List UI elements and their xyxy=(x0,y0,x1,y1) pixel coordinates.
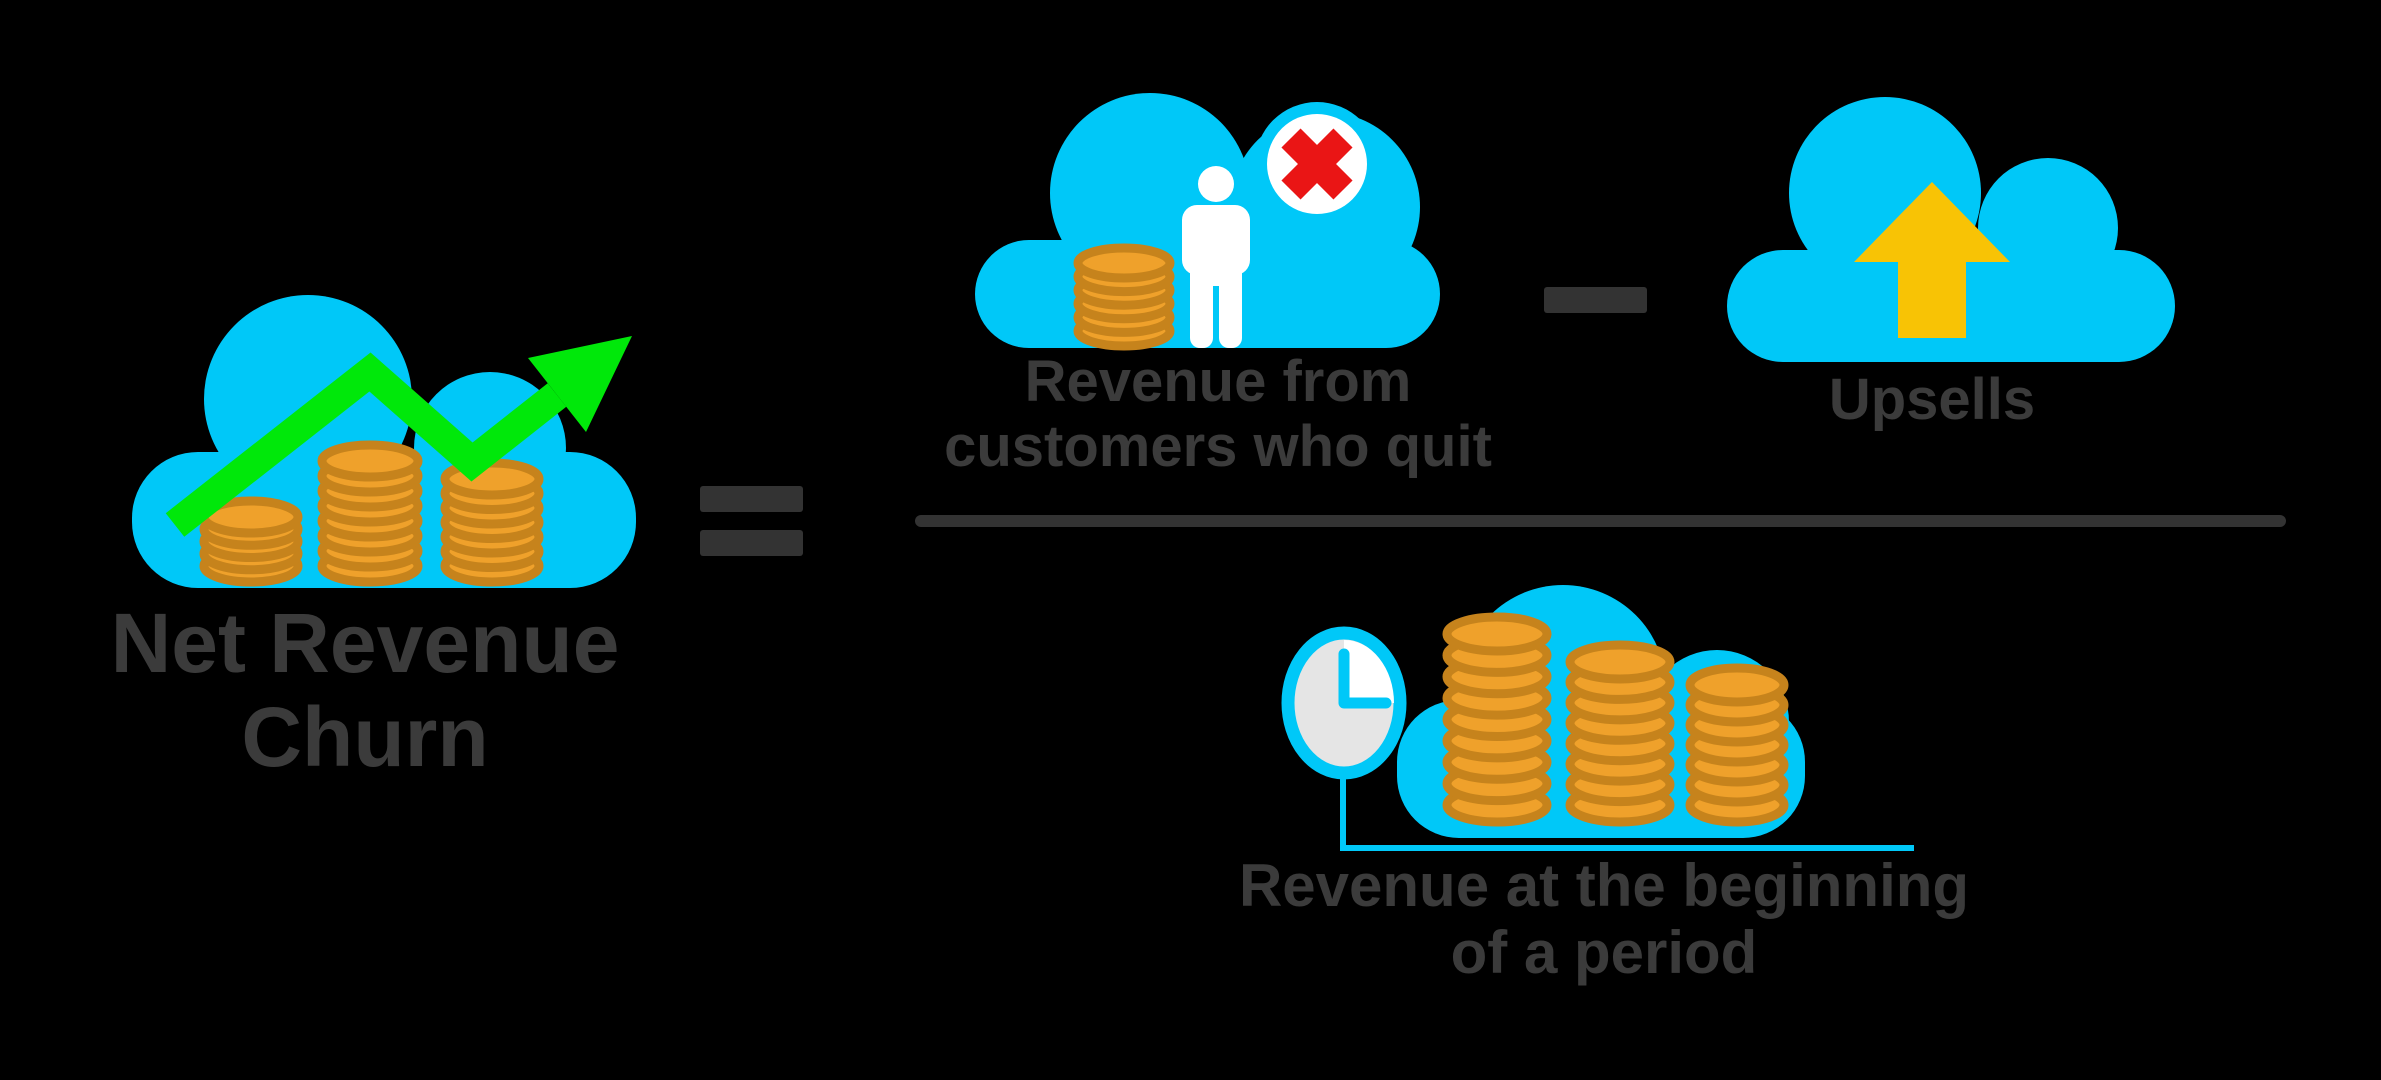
clock-icon xyxy=(1281,626,1407,780)
coin-stack xyxy=(199,496,303,587)
period-start-revenue-icon xyxy=(1281,585,1914,851)
net-revenue-churn-label: Net Revenue Churn xyxy=(111,596,620,784)
cancel-badge-icon xyxy=(1255,102,1379,226)
equals-icon xyxy=(700,486,803,556)
coin-stack xyxy=(1073,243,1175,351)
coin-stack xyxy=(1442,612,1552,827)
label-line: Net Revenue xyxy=(110,596,620,690)
coin xyxy=(1565,640,1675,684)
fraction-bar xyxy=(915,515,2286,527)
up-arrow-icon xyxy=(1854,182,2010,338)
person-icon xyxy=(1182,166,1250,348)
upsells-label: Upsells xyxy=(1828,367,2036,433)
callout-line xyxy=(1340,768,1914,851)
coin xyxy=(1073,243,1175,283)
coin xyxy=(1685,663,1789,707)
coin-stack xyxy=(1685,663,1789,827)
upsells-icon xyxy=(1727,97,2175,362)
label-line: Revenue at the beginning xyxy=(1238,852,1970,919)
coin-stack xyxy=(1565,640,1675,827)
churned-revenue-icon xyxy=(975,93,1440,351)
growth-arrow-icon xyxy=(165,336,632,537)
coin-stack xyxy=(317,440,423,587)
net-revenue-churn-icon xyxy=(132,295,636,588)
minus-icon xyxy=(1544,287,1647,313)
label-line: Revenue from xyxy=(1024,349,1412,414)
label-line: Upsells xyxy=(1828,367,2036,432)
coin-stack xyxy=(440,458,544,587)
period-start-revenue-label: Revenue at the beginning of a period xyxy=(1239,852,1969,986)
label-line: Churn xyxy=(241,690,489,785)
churned-revenue-label: Revenue from customers who quit xyxy=(944,349,1492,480)
label-line: of a period xyxy=(1450,919,1758,987)
label-line: customers who quit xyxy=(944,413,1492,479)
coin xyxy=(317,440,423,482)
coin xyxy=(1442,612,1552,656)
